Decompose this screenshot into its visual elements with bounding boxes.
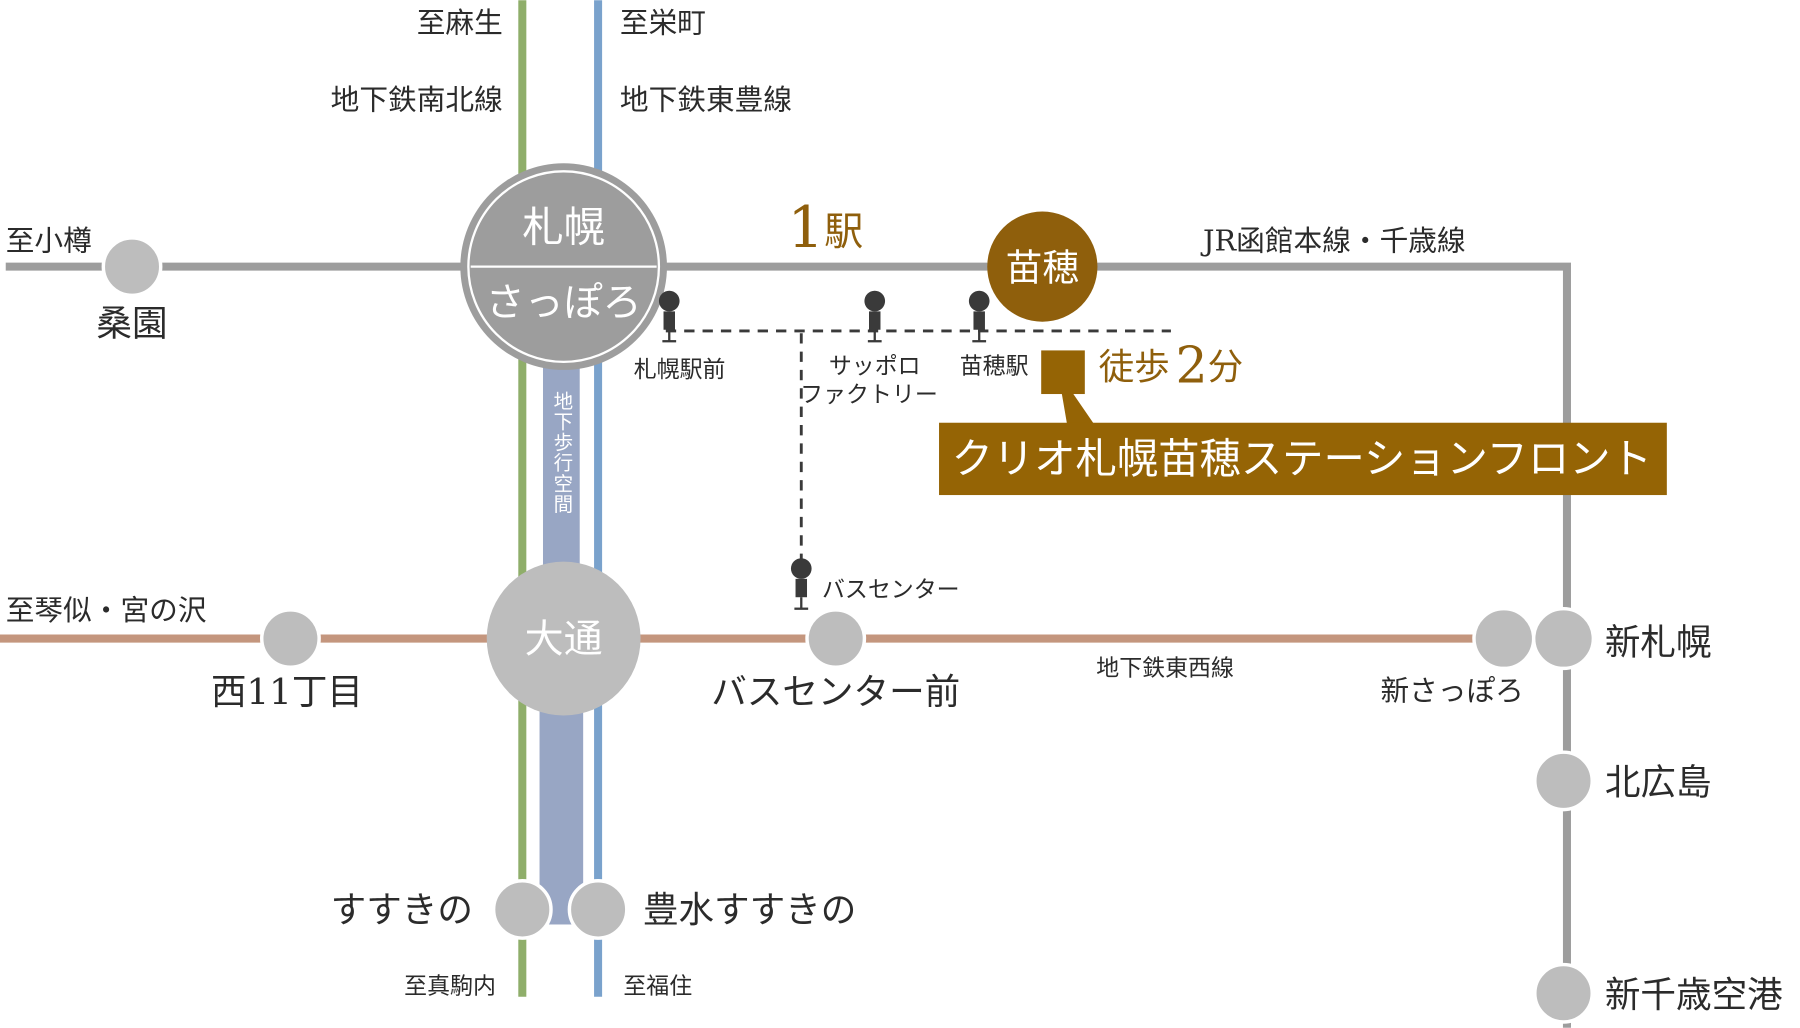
walk-unit: 分 xyxy=(1208,347,1244,388)
station-hosui-marker[interactable] xyxy=(567,879,629,940)
station-shinsapporo-jr-marker[interactable] xyxy=(1531,606,1596,671)
bus-stop-icon xyxy=(658,290,680,343)
station-label-shinchitose: 新千歳空港 xyxy=(1605,975,1783,1016)
station-sapporo[interactable]: 札幌 さっぽろ xyxy=(460,163,667,370)
station-shinchitose-marker[interactable] xyxy=(1533,962,1594,1024)
station-shinsapporo-marker[interactable] xyxy=(1472,606,1536,671)
direction-otaru: 至小樽 xyxy=(6,224,92,258)
walk-number: 2 xyxy=(1176,336,1208,395)
station-label: 苗穂 xyxy=(1006,246,1079,289)
busstop-label-factory-2: ファクトリー xyxy=(800,382,938,408)
station-buscenter-marker[interactable] xyxy=(805,608,867,669)
station-label: 大通 xyxy=(525,617,603,662)
station-label-susukino: すすきの xyxy=(331,890,473,931)
property-banner[interactable] xyxy=(939,422,1667,496)
direction-fukuzumi: 至福住 xyxy=(623,973,692,999)
walk-prefix: 徒歩 xyxy=(1099,347,1170,388)
line-label-tozai: 地下鉄東西線 xyxy=(1096,655,1234,681)
bus-stop-icon xyxy=(790,558,812,610)
one-station-unit: 駅 xyxy=(824,210,863,255)
station-kitahiroshima-marker[interactable] xyxy=(1533,750,1594,812)
direction-kotoni: 至琴似・宮の沢 xyxy=(6,593,207,627)
station-label-soen: 桑園 xyxy=(96,303,167,344)
direction-asabu: 至麻生 xyxy=(417,5,503,39)
direction-sakaemachi: 至栄町 xyxy=(620,5,706,39)
callout-pointer xyxy=(1061,394,1097,428)
station-odori[interactable]: 大通 xyxy=(486,561,641,716)
station-label-hosui: 豊水すすきの xyxy=(643,890,856,931)
station-naebo[interactable]: 苗穂 xyxy=(987,211,1098,322)
line-label-namboku: 地下鉄南北線 xyxy=(331,82,503,116)
station-label-kitahiroshima: 北広島 xyxy=(1605,763,1712,804)
station-soen-marker[interactable] xyxy=(101,236,163,298)
station-label: さっぽろ xyxy=(486,281,642,326)
station-label-nishi11: 西11丁目 xyxy=(211,672,363,713)
station-label: 札幌 xyxy=(522,203,605,251)
direction-makomanai: 至真駒内 xyxy=(404,973,496,999)
station-susukino-marker[interactable] xyxy=(491,879,553,940)
busstop-label-naebo: 苗穂駅 xyxy=(960,353,1029,379)
line-label-jr: JR函館本線・千歳線 xyxy=(1200,224,1466,258)
station-label-shinsapporo: 新さっぽろ xyxy=(1380,674,1523,708)
busstop-label-buscenter: バスセンター xyxy=(822,577,960,603)
station-nishi11-marker[interactable] xyxy=(260,608,321,669)
property-name: クリオ札幌苗穂ステーションフロント xyxy=(952,435,1652,483)
line-label-toho: 地下鉄東豊線 xyxy=(620,82,792,116)
line-label-walkway: 地下歩行空間 xyxy=(550,391,573,515)
bus-stop-icon xyxy=(968,290,990,343)
bus-stop-icon xyxy=(864,290,886,343)
busstop-label-sapporo: 札幌駅前 xyxy=(634,357,726,383)
station-label-shinsapporo-jr: 新札幌 xyxy=(1605,623,1712,664)
property-marker[interactable] xyxy=(1041,350,1085,395)
one-station-number: 1 xyxy=(788,194,825,261)
station-label-buscenter: バスセンター前 xyxy=(711,672,960,713)
busstop-label-factory-1: サッポロ xyxy=(829,353,921,379)
